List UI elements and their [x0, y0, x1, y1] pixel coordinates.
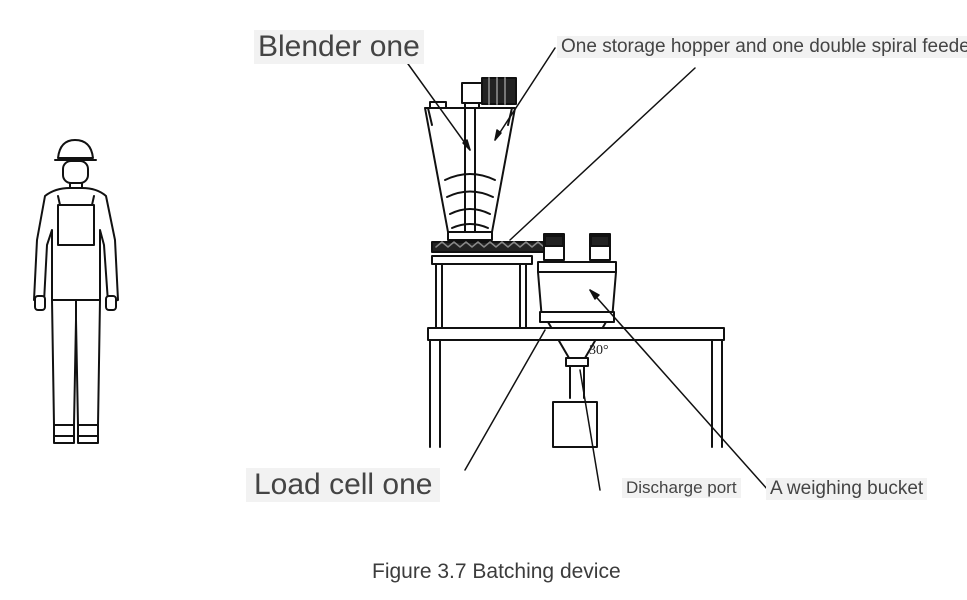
receiving-box: [552, 401, 598, 448]
label-storage-feeder: One storage hopper and one double spiral…: [557, 36, 967, 58]
storage-hopper: [424, 107, 516, 251]
leader-lines: [397, 47, 769, 491]
label-blender: Blender one: [254, 30, 424, 64]
upper-support-frame: [431, 255, 533, 331]
figure-caption: Figure 3.7 Batching device: [372, 560, 621, 583]
angle-label: 30°: [589, 343, 609, 358]
label-discharge-port: Discharge port: [622, 478, 741, 498]
worker-figure: [33, 139, 119, 444]
screw-feeder: [431, 233, 611, 261]
label-load-cell: Load cell one: [246, 468, 441, 502]
label-weighing-bucket: A weighing bucket: [766, 478, 928, 500]
main-table: [427, 327, 725, 448]
feeder-motor: [429, 77, 517, 110]
